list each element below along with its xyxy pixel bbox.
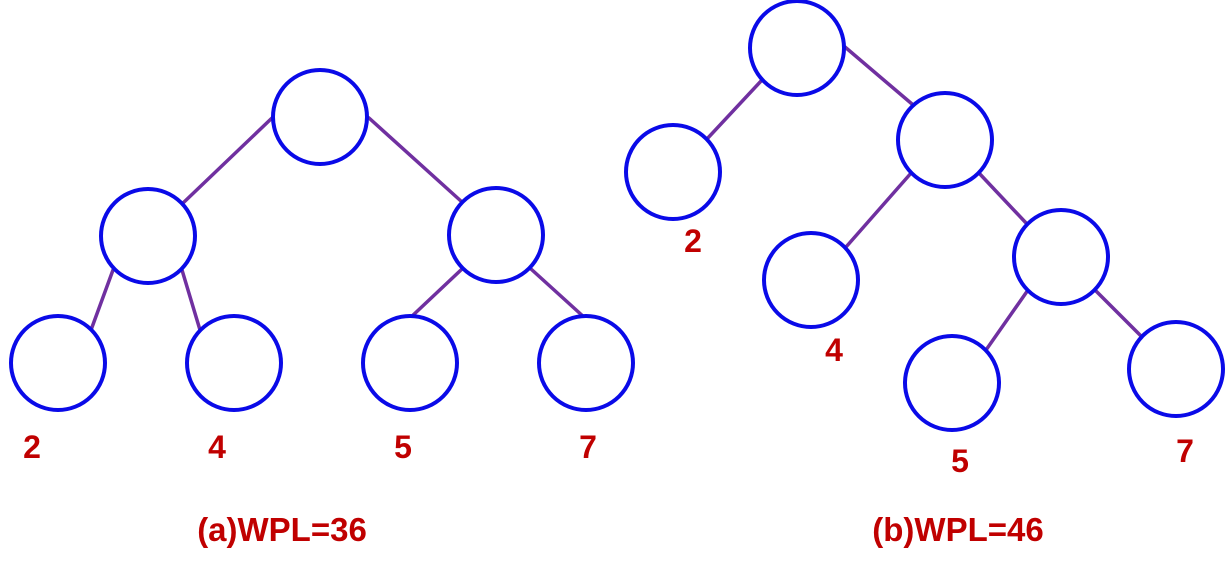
tree-b-leaf-2-node <box>624 123 722 221</box>
edge-a-right-leaf7 <box>529 267 587 320</box>
tree-a: 2 4 5 7 (a)WPL=36 <box>9 68 635 548</box>
edge-a-root-right <box>367 116 464 204</box>
tree-a-weight-7: 7 <box>579 429 597 465</box>
tree-b-weight-2: 2 <box>684 223 702 259</box>
tree-a-leaf-5-node <box>361 314 459 412</box>
tree-b-leaf-4-node <box>762 231 860 329</box>
edge-b-internal1-internal2 <box>976 170 1029 226</box>
edge-b-internal2-leaf5 <box>984 288 1030 352</box>
edge-a-left-leaf4 <box>180 268 202 332</box>
tree-b-internal-2-node <box>1012 208 1110 306</box>
edge-b-internal1-leaf4 <box>844 170 914 249</box>
tree-b-leaf-5-node <box>903 334 1001 432</box>
tree-a-leaf-7-node <box>537 314 635 412</box>
edge-b-internal2-leaf7 <box>1093 288 1142 337</box>
tree-a-internal-left-node <box>99 187 197 285</box>
tree-a-leaf-4-node <box>185 314 283 412</box>
tree-a-weight-4: 4 <box>208 429 226 465</box>
tree-b-weight-5: 5 <box>951 443 969 479</box>
tree-b-leaf-7-node <box>1127 320 1225 418</box>
tree-a-internal-right-node <box>447 186 545 284</box>
tree-b-caption: (b)WPL=46 <box>872 511 1043 548</box>
tree-b-internal-1-node <box>896 91 994 189</box>
edge-b-root-leaf2 <box>704 78 764 142</box>
tree-b-root-node <box>748 0 846 97</box>
tree-a-root-node <box>271 68 369 166</box>
edge-a-root-left <box>180 116 274 206</box>
edge-b-root-internal1 <box>843 45 914 106</box>
tree-a-weight-2: 2 <box>23 429 41 465</box>
tree-a-caption: (a)WPL=36 <box>197 511 367 548</box>
tree-a-weight-5: 5 <box>394 429 412 465</box>
tree-b: 2 4 5 7 (b)WPL=46 <box>624 0 1225 548</box>
edge-a-right-leaf5 <box>408 267 464 320</box>
edge-a-left-leaf2 <box>89 268 115 332</box>
tree-a-leaf-2-node <box>9 314 107 412</box>
tree-b-weight-7: 7 <box>1176 433 1194 469</box>
tree-b-weight-4: 4 <box>825 332 843 368</box>
